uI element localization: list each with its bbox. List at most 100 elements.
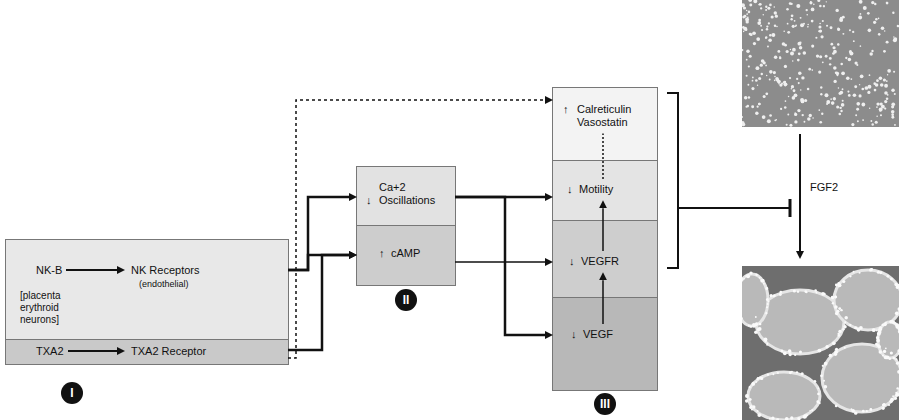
cell-dot <box>779 293 782 296</box>
text-slot: TXA2 <box>36 345 64 358</box>
cell-dot <box>755 316 757 318</box>
cell-dot <box>776 119 777 120</box>
cell-dot <box>787 23 789 25</box>
cell-dot <box>791 85 794 88</box>
cell-dot <box>772 373 774 375</box>
effect-band: ↓VEGFR <box>553 221 657 298</box>
cell-dot <box>792 60 794 62</box>
cell-dot <box>793 289 796 292</box>
cell-dot <box>882 407 885 410</box>
effect-band: ↓ VEGF <box>553 298 657 390</box>
cell-dot <box>811 45 814 48</box>
cell-dot <box>746 10 747 11</box>
cell-dot <box>823 293 826 296</box>
cell-dot <box>742 49 743 51</box>
cell-dot <box>882 403 885 406</box>
cell-dot <box>852 31 854 33</box>
cell-dot <box>759 3 762 6</box>
cell-dot <box>783 351 787 355</box>
micrograph-tubes <box>742 266 899 420</box>
cell-dot <box>889 320 892 323</box>
cell-dot <box>895 358 897 360</box>
cell-dot <box>745 29 747 31</box>
cell-dot <box>833 66 837 70</box>
cell-dot <box>851 409 855 413</box>
cell-dot <box>819 55 822 58</box>
cell-dot <box>835 9 838 12</box>
cell-dot <box>898 353 899 355</box>
text-slot: [placenta erythroid neurons] <box>20 290 76 326</box>
cell-dot <box>798 82 800 84</box>
cell-dot <box>742 317 743 320</box>
cell-dot <box>859 272 861 274</box>
cell-dot <box>894 93 896 95</box>
cell-dot <box>851 408 853 410</box>
signal-band: ↑cAMP <box>357 226 455 285</box>
cell-dot <box>757 21 761 25</box>
cell-dot <box>842 100 844 102</box>
cell-dot <box>807 117 811 121</box>
arrow-symbol: ↑ <box>563 103 569 116</box>
cell-dot <box>817 0 820 2</box>
cell-dot <box>766 75 767 76</box>
cell-dot <box>825 345 828 348</box>
cell-dot <box>891 105 894 108</box>
cell-dot <box>784 65 787 68</box>
cell-dot <box>892 12 894 14</box>
cell-dot <box>839 18 843 22</box>
inhibition-bar <box>789 199 792 217</box>
signal-arrow <box>602 133 604 179</box>
cell-dot <box>757 85 758 86</box>
cell-dot <box>766 306 768 308</box>
arrow-symbol: ↓ <box>366 194 372 207</box>
text-slot: ↓ <box>571 328 577 341</box>
cell-dot <box>790 18 792 20</box>
cell-dot <box>743 278 745 280</box>
cell-dot <box>767 46 769 48</box>
cell-dot <box>896 387 898 389</box>
cell-dot <box>860 13 862 15</box>
cell-dot <box>748 324 750 326</box>
micrograph-scattered <box>742 0 899 127</box>
cell-dot <box>830 26 833 29</box>
cell-dot <box>797 109 800 112</box>
cell-dot <box>894 397 897 400</box>
cell-dot <box>860 45 862 47</box>
cell-dot <box>743 31 744 32</box>
cell-dot <box>824 93 828 97</box>
cell-dot <box>834 296 837 299</box>
cell-dot <box>811 69 813 71</box>
cell-dot <box>792 48 796 52</box>
cell-dot <box>884 355 888 359</box>
cell-dot <box>786 50 789 53</box>
text-slot: VEGF <box>583 328 613 341</box>
cell-dot <box>745 394 749 398</box>
cell-dot <box>746 274 750 278</box>
cell-dot <box>897 307 899 310</box>
cell-dot <box>809 1 812 4</box>
cell-dot <box>837 28 839 30</box>
cell-dot <box>749 271 752 274</box>
vessel-lumen <box>742 274 768 326</box>
cell-dot <box>858 94 861 97</box>
cell-dot <box>789 124 792 127</box>
cell-dot <box>803 416 806 419</box>
cell-dot <box>879 76 883 80</box>
cell-dot <box>849 324 851 326</box>
cell-dot <box>771 15 774 18</box>
cell-dot <box>850 78 852 80</box>
cell-dot <box>800 98 804 102</box>
cell-dot <box>765 65 767 67</box>
cell-dot <box>781 350 784 353</box>
node-label: NK Receptors <box>131 264 199 277</box>
cell-dot <box>826 1 827 2</box>
cell-dot <box>782 42 786 46</box>
cell-dot <box>752 31 756 35</box>
cell-dot <box>751 408 753 410</box>
node-label: VEGF <box>583 328 613 341</box>
cell-dot <box>761 59 765 63</box>
cell-dot <box>837 43 839 45</box>
cell-dot <box>869 108 870 109</box>
cell-dot <box>818 25 821 28</box>
cell-dot <box>836 105 839 108</box>
